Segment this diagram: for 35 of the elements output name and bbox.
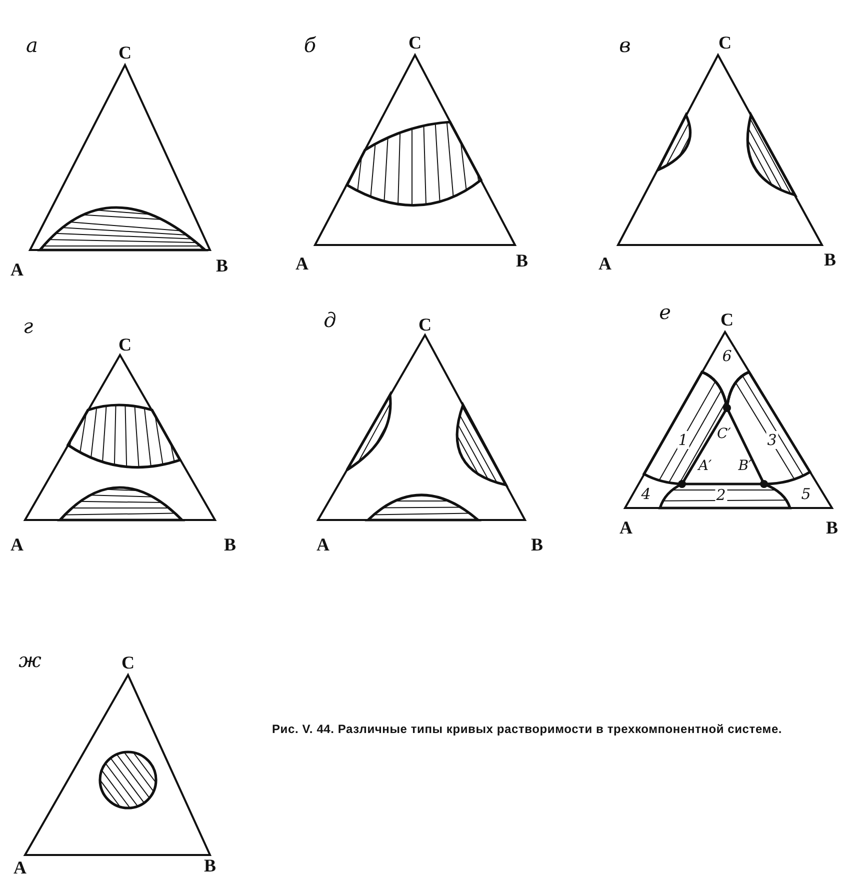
panel-letter: б — [304, 33, 316, 57]
region-number: 1 — [677, 431, 689, 449]
vertex-label: C — [118, 42, 132, 64]
vertex-label: A — [14, 858, 26, 878]
vertex-label: B — [531, 534, 543, 556]
panel-letter: в — [619, 33, 631, 57]
vertex-label: C — [408, 32, 422, 54]
vertex-label: B — [204, 856, 216, 876]
vertex-label: B — [224, 534, 236, 556]
vertex-label: A — [316, 534, 330, 556]
vertex-label: A — [296, 254, 308, 274]
vertex-label: C — [720, 310, 734, 330]
vertex-label: B — [824, 250, 836, 270]
point-label: B′ — [738, 458, 752, 474]
panel-letter: г — [22, 314, 34, 338]
vertex-label: B — [516, 250, 528, 272]
vertex-label: A — [10, 534, 24, 556]
panel-letter: е — [659, 300, 671, 324]
panel-letter: а — [26, 33, 38, 57]
vertex-label: B — [826, 518, 838, 538]
panel-letter: ж — [18, 648, 42, 672]
figure-caption: Рис. V. 44. Различные типы кривых растворимости в трехкомпонентной системе. — [272, 722, 784, 737]
vertex-label: A — [620, 518, 632, 538]
vertex-label: C — [718, 32, 732, 54]
panel-letter: д — [324, 308, 336, 332]
vertex-label: A — [10, 260, 24, 280]
vertex-label: C — [118, 334, 132, 356]
point-label: C′ — [717, 426, 731, 442]
vertex-label: B — [216, 256, 228, 276]
vertex-label: A — [598, 254, 612, 274]
vertex-label: C — [122, 652, 134, 674]
vertex-label: C — [418, 314, 432, 336]
region-number: 2 — [715, 486, 727, 504]
point-label: A′ — [698, 458, 712, 474]
region-number: 3 — [766, 431, 778, 449]
